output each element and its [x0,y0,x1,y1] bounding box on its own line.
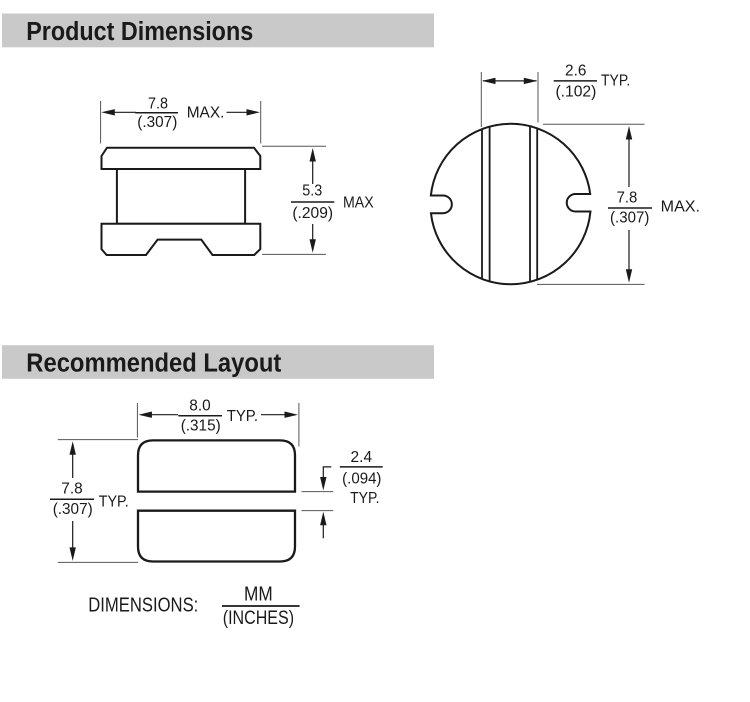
svg-text:(.315): (.315) [181,417,221,434]
svg-text:7.8: 7.8 [148,95,168,112]
svg-text:MAX.: MAX. [661,198,700,215]
svg-text:TYP.: TYP. [99,493,129,510]
svg-text:TYP.: TYP. [227,408,258,425]
svg-text:7.8: 7.8 [61,481,82,498]
svg-text:(.307): (.307) [137,114,177,131]
svg-text:2.4: 2.4 [351,449,373,466]
svg-text:TYP.: TYP. [601,72,630,89]
svg-text:MAX.: MAX. [187,105,225,122]
svg-text:MAX: MAX [343,194,374,211]
svg-text:5.3: 5.3 [302,183,322,200]
svg-text:2.6: 2.6 [565,62,586,79]
svg-text:DIMENSIONS:: DIMENSIONS: [88,595,198,617]
svg-text:(.094): (.094) [342,471,381,488]
svg-text:(.307): (.307) [53,501,93,518]
svg-text:(.209): (.209) [292,205,333,222]
svg-text:(.102): (.102) [555,83,596,100]
svg-text:7.8: 7.8 [617,190,638,207]
svg-text:Recommended Layout: Recommended Layout [26,347,281,377]
svg-text:TYP.: TYP. [350,490,379,507]
svg-text:Product Dimensions: Product Dimensions [26,16,253,46]
svg-text:(INCHES): (INCHES) [223,607,294,629]
svg-text:8.0: 8.0 [189,397,210,414]
svg-text:MM: MM [244,584,273,606]
svg-text:(.307): (.307) [610,210,649,227]
